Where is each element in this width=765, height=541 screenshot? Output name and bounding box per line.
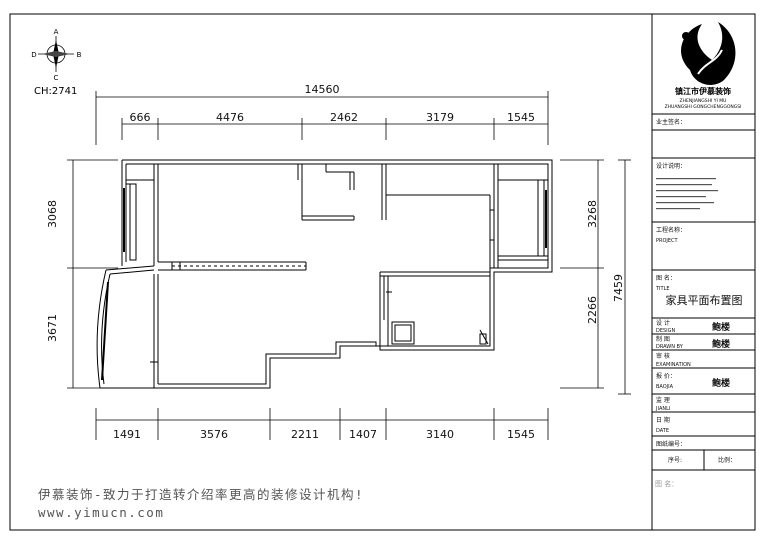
dim-left-2: 3671 [46,314,59,342]
row-exam-en: EXAMINATION [656,362,691,368]
row-drawn-en: DRAWN BY [656,344,684,350]
compass-icon: A D B C [31,28,81,82]
dim-top-3: 2462 [330,111,358,124]
row-quote-sig: 鲍楼 [712,377,730,389]
row-supervise-cn: 监 理 [656,396,670,404]
row-quote-cn: 报 价： [656,372,676,380]
row-design-sig: 鲍楼 [712,321,730,333]
compass-s: C [54,74,59,82]
row-exam-cn: 审 核 [656,352,670,360]
company-logo-icon [681,22,736,85]
dim-overall-top: 14560 [305,83,340,96]
dim-right-1: 3268 [586,200,599,228]
drawing-no-label: 图纸编号： [656,440,686,448]
wall-outline [96,159,553,389]
dim-bottom-1: 1491 [113,428,141,441]
compass-w: D [31,51,36,59]
dim-top-1: 666 [130,111,151,124]
row-design-cn: 设 计 [656,319,670,327]
ceiling-height-label: CH:2741 [34,86,77,97]
dim-bottom-2: 3576 [200,428,228,441]
row-date-en: DATE [656,428,669,434]
dim-bottom-4: 1407 [349,428,377,441]
window-lines [101,188,547,381]
dim-right-2: 2266 [586,296,599,324]
compass-e: B [77,51,82,59]
design-note-text [656,178,718,210]
row-quote-en: BAOJIA [656,384,674,390]
seq-no-label: 序号: [668,456,682,464]
owner-sign-label: 业主签名： [656,118,686,126]
footer-url: www.yimucn.com [38,505,165,520]
dim-bottom-3: 2211 [291,428,319,441]
dim-bottom-5: 3140 [426,428,454,441]
title-label-cn: 图 名： [656,274,676,282]
company-pinyin-2: ZHUANGSHI GONGCHENGGONGSI [665,104,742,110]
row-drawn-sig: 鲍楼 [712,338,730,350]
dim-overall-right: 7459 [612,274,625,302]
project-label-cn: 工程名称： [656,226,686,234]
company-name: 镇江市伊慕装饰 [675,86,731,96]
project-label-en: PROJECT [656,238,679,244]
row-design-en: DESIGN [656,328,676,334]
dim-top-2: 4476 [216,111,244,124]
dim-top-5: 1545 [507,111,535,124]
dim-top-4: 3179 [426,111,454,124]
row-date-cn: 日 期 [656,416,670,424]
footer-slogan: 伊慕装饰-致力于打造转介绍率更高的装修设计机构! [38,487,365,502]
footer-watermark: 图 名： [655,480,679,488]
title-block [651,13,756,531]
company-pinyin-1: ZHENJIANGSHI YI MU [680,98,727,104]
row-drawn-cn: 制 图 [656,335,670,343]
compass-n: A [54,28,59,36]
scale-label: 比例： [718,456,736,464]
design-note-label: 设计说明： [656,162,686,170]
title-label-en: TITLE [655,286,670,292]
row-supervise-en: JIANLI [655,406,670,412]
dim-left-1: 3068 [46,200,59,228]
dim-bottom-6: 1545 [507,428,535,441]
dimension-lines [67,91,631,440]
drawing-title: 家具平面布置图 [666,293,743,307]
